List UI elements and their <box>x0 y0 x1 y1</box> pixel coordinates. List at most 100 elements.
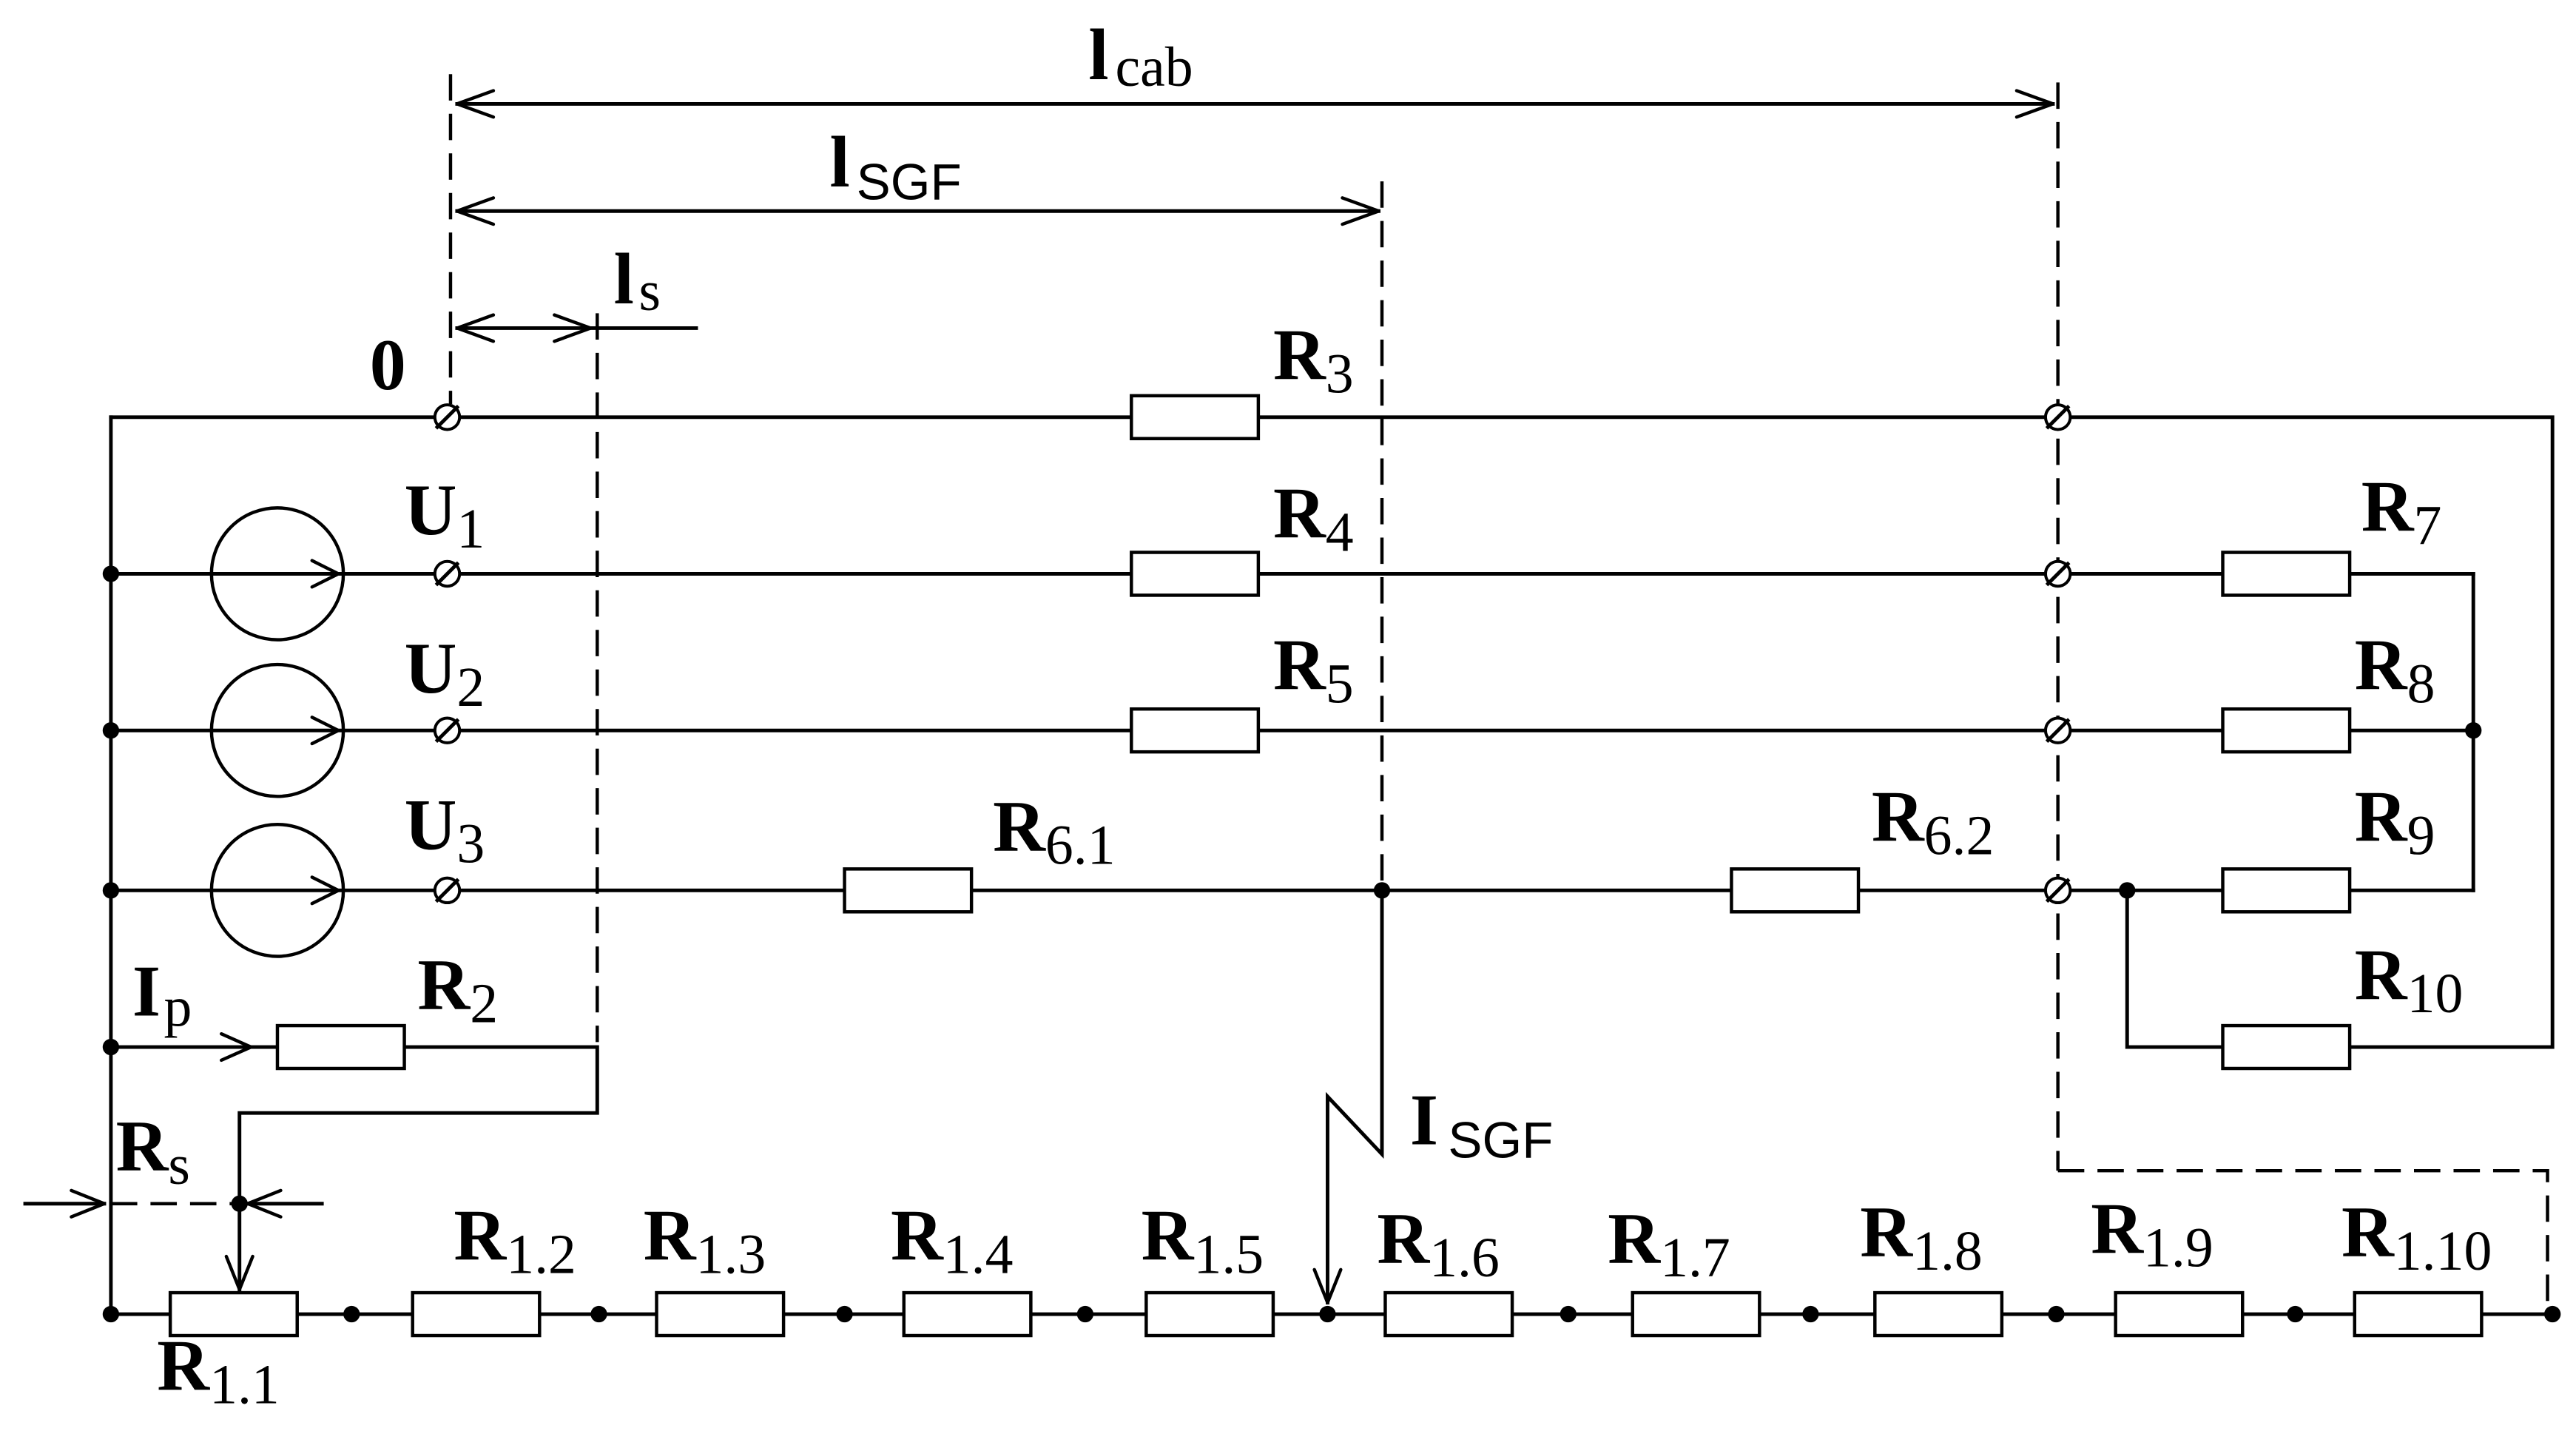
resistor-r1-9 <box>2114 1290 2245 1338</box>
label-r2: R2 <box>417 946 498 1035</box>
junction-dot <box>2119 882 2136 899</box>
resistor-r10 <box>2221 1023 2352 1071</box>
label-l-s-symbol: l <box>614 240 634 320</box>
resistor-r1-2 <box>411 1290 542 1338</box>
label-r10-symbol: R <box>2355 935 2408 1015</box>
label-r6-2-sub: 6.2 <box>1924 804 1995 866</box>
resistor-r1-8 <box>1873 1290 2004 1338</box>
resistor-r6-2 <box>1730 867 1861 914</box>
label-r1-7-symbol: R <box>1608 1199 1661 1279</box>
label-r6-2: R6.2 <box>1872 777 1995 866</box>
terminal-origin-phase-3 <box>433 876 462 905</box>
terminal-origin-neutral <box>433 403 462 431</box>
junction-dot <box>2465 722 2482 739</box>
label-r9: R9 <box>2355 777 2435 866</box>
dim-lsgf-left-arrow <box>455 196 496 226</box>
resistors <box>168 394 2484 1338</box>
junction-dot <box>1802 1305 1819 1323</box>
label-u1-sub: 1 <box>456 498 485 560</box>
label-r1-7: R1.7 <box>1608 1199 1730 1289</box>
label-r-s-sub: s <box>168 1134 189 1196</box>
dim-ls-right-arrow <box>553 313 593 343</box>
resistor-r9 <box>2221 867 2352 914</box>
terminal-end-phase-3 <box>2043 876 2072 905</box>
resistor-r1-3 <box>655 1290 786 1338</box>
label-r4-symbol: R <box>1273 474 1326 553</box>
label-l-s-sub: s <box>639 260 661 323</box>
label-r1-5-symbol: R <box>1142 1196 1195 1276</box>
label-r1-3-symbol: R <box>644 1196 697 1276</box>
label-u3-sub: 3 <box>456 812 485 875</box>
label-r1-10-symbol: R <box>2341 1193 2395 1273</box>
label-r10: R10 <box>2355 935 2464 1025</box>
dim-ls-left-arrow <box>455 313 496 343</box>
label-r10-sub: 10 <box>2407 963 2464 1025</box>
dimension-arrows <box>455 89 2055 343</box>
label-origin: 0 <box>370 326 406 405</box>
voltage-source-1-arrow-icon <box>310 559 340 589</box>
label-r7-sub: 7 <box>2414 494 2442 556</box>
label-r1-6-sub: 1.6 <box>1429 1227 1500 1289</box>
label-r5-sub: 5 <box>1326 653 1354 715</box>
label-u2-sub: 2 <box>456 656 485 718</box>
label-r-s: Rs <box>116 1107 190 1196</box>
label-r5-symbol: R <box>1273 625 1326 705</box>
junction-dot <box>231 1195 248 1212</box>
label-i-p-sub: p <box>163 976 192 1038</box>
label-r1-9: R1.9 <box>2091 1190 2213 1279</box>
label-u2: U2 <box>405 629 485 718</box>
wire-neutral-return <box>109 415 2555 1049</box>
label-u1: U1 <box>405 471 485 560</box>
junction-dot <box>102 882 120 899</box>
junction-dot <box>343 1305 360 1323</box>
label-r8-sub: 8 <box>2407 653 2435 715</box>
label-r1-4: R1.4 <box>891 1196 1014 1286</box>
voltage-sources <box>209 506 345 958</box>
label-u3: U3 <box>405 786 485 875</box>
terminal-origin-phase-2 <box>433 716 462 744</box>
label-r1-1-symbol: R <box>157 1327 210 1407</box>
terminals <box>433 403 2072 905</box>
resistor-r1-5 <box>1144 1290 1275 1338</box>
junction-dot <box>836 1305 853 1323</box>
label-r1-5: R1.5 <box>1142 1196 1264 1286</box>
ip-arrow-head <box>219 1031 253 1063</box>
resistor-r1-10 <box>2353 1290 2484 1338</box>
label-r6-1: R6.1 <box>993 787 1116 877</box>
label-r1-6: R1.6 <box>1377 1199 1500 1289</box>
label-r1-9-symbol: R <box>2091 1190 2144 1270</box>
resistor-r6-1 <box>843 867 974 914</box>
resistor-r1-7 <box>1631 1290 1761 1338</box>
terminal-end-phase-2 <box>2043 716 2072 744</box>
terminal-end-phase-1 <box>2043 559 2072 588</box>
wire-insulation-monitor <box>109 1045 599 1292</box>
label-r1-4-sub: 1.4 <box>943 1223 1014 1285</box>
label-r1-3-sub: 1.3 <box>696 1223 766 1285</box>
label-l-sgf-sub: SGF <box>857 153 962 211</box>
label-r-s-symbol: R <box>116 1107 169 1187</box>
label-r1-3: R1.3 <box>644 1196 766 1286</box>
label-r3-sub: 3 <box>1326 343 1354 405</box>
voltage-source-2-arrow-icon <box>310 716 340 746</box>
label-l-cab-symbol: l <box>1088 16 1108 95</box>
label-r1-4-symbol: R <box>891 1196 944 1276</box>
junction-dot <box>1319 1305 1336 1323</box>
label-r1-7-sub: 1.7 <box>1660 1227 1730 1289</box>
label-i-sgf-sub: SGF <box>1448 1111 1553 1168</box>
label-r6-1-sub: 6.1 <box>1045 815 1116 877</box>
terminal-origin-phase-1 <box>433 559 462 588</box>
label-r1-9-sub: 1.9 <box>2143 1216 2213 1279</box>
label-l-sgf-symbol: l <box>830 123 850 203</box>
resistor-r7 <box>2221 551 2352 597</box>
resistor-r2 <box>275 1023 406 1071</box>
label-r1-10: R1.10 <box>2341 1193 2492 1282</box>
label-r1-6-symbol: R <box>1377 1199 1430 1279</box>
junction-dot <box>590 1305 607 1323</box>
